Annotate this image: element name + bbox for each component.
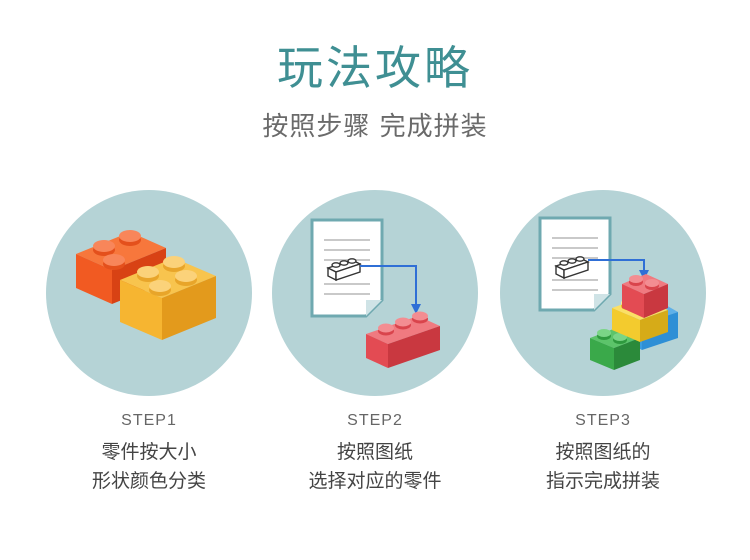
sketch-brick-icon xyxy=(554,256,590,280)
step-1-description: 零件按大小 形状颜色分类 xyxy=(44,438,254,496)
stacked-bricks-icon xyxy=(590,274,678,370)
step-3-line-2: 指示完成拼装 xyxy=(545,470,660,492)
step-3-line-1: 按照图纸的 xyxy=(555,441,651,463)
step-2-illustration xyxy=(272,190,478,396)
step-3: STEP3 按照图纸的 指示完成拼装 xyxy=(498,188,708,492)
blueprint-paper-icon xyxy=(538,216,612,312)
sketch-brick-icon xyxy=(326,258,362,282)
step-1-label: STEP1 xyxy=(121,412,177,429)
yellow-brick-icon xyxy=(120,256,216,340)
step-1-line-2: 形状颜色分类 xyxy=(91,470,206,492)
step-1-illustration xyxy=(46,190,252,396)
step-3-description: 按照图纸的 指示完成拼装 xyxy=(498,438,708,496)
step-1-line-1: 零件按大小 xyxy=(101,441,197,463)
step-2-line-1: 按照图纸 xyxy=(336,441,413,463)
step-2-line-2: 选择对应的零件 xyxy=(308,470,442,492)
arrow-icon xyxy=(360,265,421,314)
red-brick-icon xyxy=(366,311,440,368)
page-title: 玩法攻略 xyxy=(277,41,473,95)
step-2-description: 按照图纸 选择对应的零件 xyxy=(270,438,480,496)
step-2-label: STEP2 xyxy=(347,412,403,429)
blueprint-paper-icon xyxy=(310,218,384,318)
step-3-label: STEP3 xyxy=(575,412,631,429)
page-subtitle: 按照步骤 完成拼装 xyxy=(262,112,488,142)
step-2: STEP2 按照图纸 选择对应的零件 xyxy=(270,188,480,492)
step-1: STEP1 零件按大小 形状颜色分类 xyxy=(44,188,254,492)
step-3-illustration xyxy=(500,190,706,396)
